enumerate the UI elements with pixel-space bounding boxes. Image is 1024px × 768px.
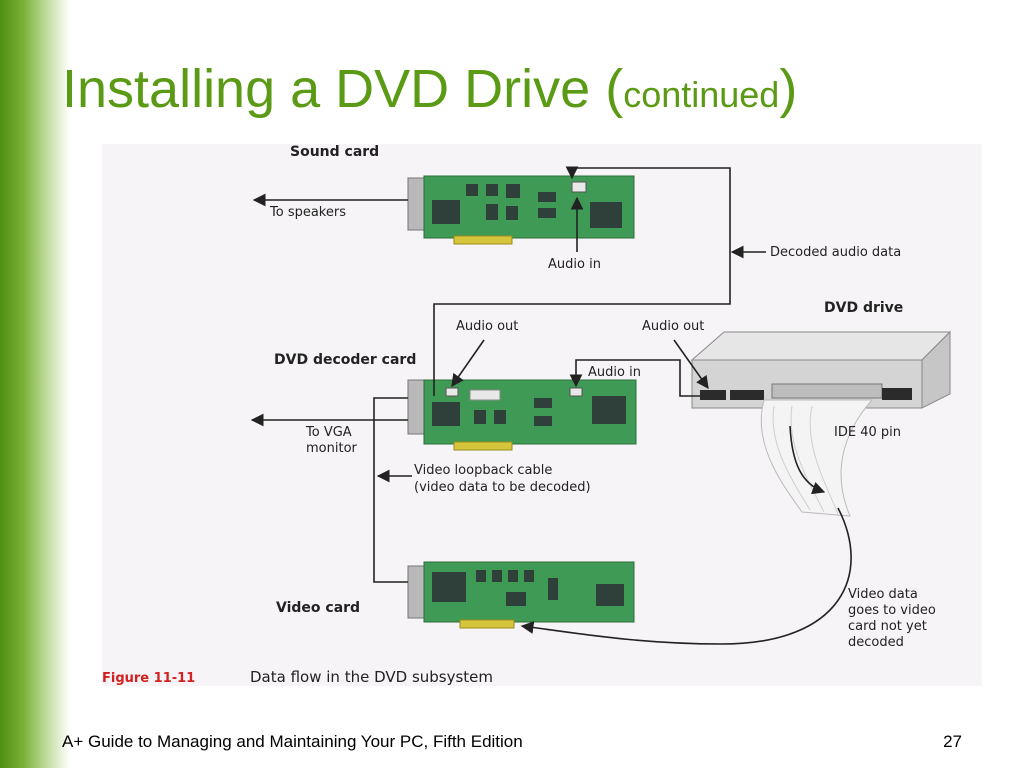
- decoder-audio-out-connector: [445, 387, 459, 397]
- label-dvd-decoder-card: DVD decoder card: [274, 352, 416, 368]
- ide-ribbon-stripe: [790, 405, 825, 513]
- ide-ribbon-stripe: [772, 405, 811, 511]
- ide-40-pin-arrow: [789, 425, 826, 495]
- video-card-chip: [596, 584, 624, 606]
- decoder-card-chip: [474, 410, 486, 424]
- video-card-chip: [524, 570, 534, 582]
- dvd-diagram: Sound card To speakers Audio in Decoded …: [102, 144, 952, 686]
- label-audio-out-drive: Audio out: [642, 319, 704, 334]
- sound-card-chip: [506, 206, 518, 220]
- label-video-data-2: goes to video: [848, 603, 936, 618]
- label-audio-in-decoder: Audio in: [588, 365, 641, 380]
- label-video-data-3: card not yet: [848, 619, 927, 634]
- video-card-chip: [492, 570, 502, 582]
- dvd-subsystem-figure: Sound card To speakers Audio in Decoded …: [102, 144, 982, 686]
- video-card-chip: [508, 570, 518, 582]
- decoder-card-chip: [592, 396, 626, 424]
- video-data-arrow: [520, 507, 852, 645]
- page-number: 27: [943, 732, 962, 751]
- sound-card-chip: [590, 202, 622, 228]
- label-loopback-2: (video data to be decoded): [414, 480, 591, 495]
- figure-number: Figure 11-11: [102, 671, 195, 686]
- slide-title: Installing a DVD Drive (continued): [62, 59, 798, 119]
- video-card-chip: [506, 592, 526, 606]
- ide-ribbon-stripe: [809, 405, 839, 515]
- dvd-drive-power-connector: [882, 388, 912, 400]
- sound-card-chip: [538, 192, 556, 202]
- label-dvd-drive: DVD drive: [824, 300, 903, 316]
- sound-card-chip: [486, 204, 498, 220]
- label-audio-in-sound: Audio in: [548, 257, 601, 272]
- label-to-vga-1: To VGA: [305, 425, 352, 440]
- decoder-card-chip: [494, 410, 506, 424]
- label-sound-card: Sound card: [290, 144, 379, 160]
- label-to-speakers: To speakers: [269, 205, 346, 220]
- drive-to-decoder-audio-line: [569, 359, 700, 397]
- dvd-decoder-card: [407, 379, 637, 451]
- label-decoded-audio: Decoded audio data: [770, 245, 901, 260]
- video-card: [407, 561, 635, 629]
- sound-card-chip: [506, 184, 520, 198]
- dvd-drive-jumper-block: [730, 390, 764, 400]
- dvd-drive: [690, 330, 952, 409]
- sound-card-chip: [466, 184, 478, 196]
- label-to-vga-2: monitor: [306, 441, 358, 456]
- dvd-drive-audio-out-port: [700, 390, 726, 400]
- sound-card: [407, 175, 635, 245]
- video-card-chip: [548, 578, 558, 600]
- video-card-chip: [476, 570, 486, 582]
- decoder-card-bracket: [407, 379, 427, 435]
- decoded-audio-line: [433, 166, 731, 396]
- footer-book-title: A+ Guide to Managing and Maintaining You…: [62, 732, 523, 751]
- sound-card-chip: [432, 200, 460, 224]
- ide-ribbon-cable: [760, 399, 874, 517]
- audio-out-drive-arrow: [673, 339, 709, 390]
- dvd-drive-top: [690, 331, 952, 361]
- audio-out-decoder-arrow: [451, 339, 485, 388]
- decoder-card-chip: [534, 416, 552, 426]
- sound-card-chip: [538, 208, 556, 218]
- dvd-drive-ide-interface: [771, 383, 883, 399]
- label-video-card: Video card: [276, 600, 360, 616]
- ide-ribbon-body: [760, 399, 874, 517]
- sound-card-bracket: [407, 177, 427, 231]
- title-main: Installing a DVD Drive (: [62, 59, 624, 119]
- label-video-data-4: decoded: [848, 635, 904, 650]
- video-card-chip: [432, 572, 466, 602]
- title-sub: continued: [623, 74, 780, 115]
- label-ide-40-pin: IDE 40 pin: [834, 425, 901, 440]
- sound-card-audio-in-connector: [571, 181, 587, 193]
- label-video-data-1: Video data: [848, 587, 918, 602]
- decoder-card-contacts: [453, 441, 513, 451]
- label-audio-out-decoder: Audio out: [456, 319, 518, 334]
- slide-side-bar: [0, 0, 70, 768]
- title-close: ): [779, 59, 798, 119]
- video-card-bracket: [407, 565, 427, 619]
- video-loopback-cable: [373, 397, 408, 583]
- decoder-card-component: [469, 389, 501, 401]
- decoder-card-chip: [432, 402, 460, 426]
- sound-card-contacts: [453, 235, 513, 245]
- decoder-card-chip: [534, 398, 552, 408]
- decoder-audio-in-connector: [569, 387, 583, 397]
- label-loopback-1: Video loopback cable: [414, 463, 552, 478]
- figure-caption: Data flow in the DVD subsystem: [250, 668, 493, 686]
- video-card-contacts: [459, 619, 515, 629]
- sound-card-chip: [486, 184, 498, 196]
